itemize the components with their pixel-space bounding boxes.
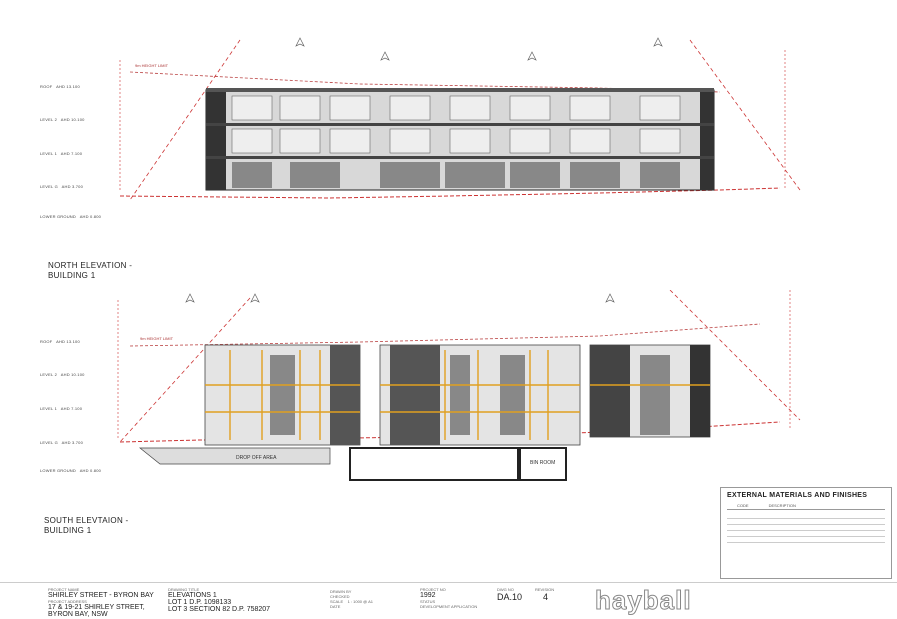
north-elevation: ROOF AHD 13.100 LEVEL 2 AHD 10.100 LEVEL…: [0, 0, 897, 290]
tb-dwg-no-value: DA.10: [497, 592, 523, 602]
south-elevation: ROOF AHD 13.100 LEVEL 2 AHD 10.100 LEVEL…: [0, 290, 897, 570]
tb-revision-label: REVISION: [535, 587, 555, 592]
north-level-roof: ROOF AHD 13.100: [40, 84, 80, 89]
drop-off-label: DROP OFF AREA: [236, 455, 277, 461]
tb-drawing-title-value: ELEVATIONS 1: [168, 592, 217, 599]
legend-title: EXTERNAL MATERIALS AND FINISHES: [727, 492, 868, 499]
south-height-limit: 9m HEIGHT LIMIT: [140, 336, 174, 341]
north-level-2: LEVEL 2 AHD 10.100: [40, 117, 85, 122]
south-level-1: LEVEL 1 AHD 7.100: [40, 406, 83, 411]
north-level-lower-ground: LOWER GROUND AHD 0.800: [40, 214, 102, 219]
legend-col-code: CODE: [737, 503, 749, 508]
north-height-limit: 9m HEIGHT LIMIT: [135, 63, 169, 68]
tb-project-no: PROJECT NO 1992 STATUS DEVELOPMENT APPLI…: [420, 587, 477, 609]
hayball-logo: hayball: [595, 585, 692, 616]
tb-scale-label: SCALE: [330, 599, 344, 604]
tb-revision-value: 4: [543, 592, 549, 602]
tb-status-label: STATUS: [420, 599, 436, 604]
north-elevation-title: NORTH ELEVATION - BUILDING 1: [48, 261, 133, 280]
south-level-g: LEVEL G AHD 3.700: [40, 440, 84, 445]
tb-drawn-by-label: DRAWN BY: [330, 589, 352, 594]
tb-project-no-value: 1992: [420, 592, 436, 599]
tb-project-address-value: 17 & 19-21 SHIRLEY STREET, BYRON BAY, NS…: [48, 604, 145, 618]
materials-legend: EXTERNAL MATERIALS AND FINISHES CODE DES…: [720, 487, 892, 579]
tb-drawing-title-label: DRAWING TITLE: [168, 587, 200, 592]
north-level-1: LEVEL 1 AHD 7.100: [40, 151, 83, 156]
south-elevation-title: SOUTH ELEVTAION - BUILDING 1: [44, 516, 129, 535]
title-block: PROJECT NAME SHIRLEY STREET - BYRON BAY …: [0, 582, 897, 619]
tb-lot-line-1: Lot 1 D.P. 1098133: [168, 599, 232, 606]
legend-col-desc: DESCRIPTION: [768, 503, 796, 508]
tb-date-label: DATE: [330, 604, 341, 609]
tb-checked-label: CHECKED: [330, 594, 350, 599]
south-level-2: LEVEL 2 AHD 10.100: [40, 372, 85, 377]
south-level-lower-ground: LOWER GROUND AHD 0.800: [40, 468, 102, 473]
tb-project-no-label: PROJECT NO: [420, 587, 446, 592]
tb-dwg-no: DWG NO DA.10: [497, 587, 522, 602]
tb-dwg-no-label: DWG NO: [497, 587, 514, 592]
tb-scale-value: 1 : 1000 @ A1: [347, 599, 373, 604]
north-level-g: LEVEL G AHD 3.700: [40, 184, 84, 189]
tb-meta: DRAWN BY CHECKED SCALE 1 : 1000 @ A1 DAT…: [330, 589, 373, 609]
north-elevation-drawing: [119, 37, 801, 201]
tb-project-name-label: PROJECT NAME: [48, 587, 80, 592]
tb-lot-line-2: Lot 3 Section 82 D.P. 758207: [168, 606, 271, 613]
tb-project-address-label: PROJECT ADDRESS: [48, 599, 87, 604]
south-level-roof: ROOF AHD 13.100: [40, 339, 80, 344]
tb-status-value: DEVELOPMENT APPLICATION: [420, 604, 478, 609]
tb-drawing-title: DRAWING TITLE ELEVATIONS 1 Lot 1 D.P. 10…: [168, 587, 270, 613]
bin-room-label: BIN ROOM: [530, 460, 556, 466]
south-elevation-drawing: [117, 290, 801, 481]
tb-project-name-value: SHIRLEY STREET - BYRON BAY: [48, 592, 154, 599]
tb-project-name: PROJECT NAME SHIRLEY STREET - BYRON BAY …: [48, 587, 154, 618]
tb-revision: REVISION 4: [535, 587, 554, 602]
